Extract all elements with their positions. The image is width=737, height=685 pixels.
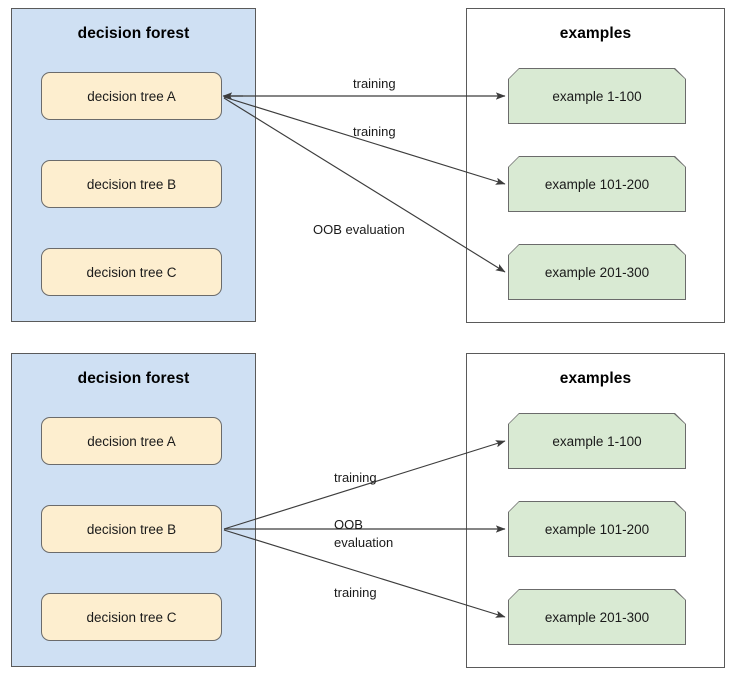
- edge-label-training-2: training: [334, 585, 377, 600]
- decision-tree-b-label: decision tree B: [86, 176, 177, 192]
- diagram-section-bottom: decision forest decision tree A decision…: [0, 345, 737, 685]
- decision-tree-a-label: decision tree A: [87, 433, 176, 449]
- example-201-300-label: example 201-300: [544, 609, 650, 625]
- edge-label-training-2: training: [353, 124, 396, 139]
- example-node-shape: [509, 414, 685, 468]
- example-101-200-label: example 101-200: [544, 521, 650, 537]
- example-201-300-node[interactable]: example 201-300: [508, 589, 686, 645]
- decision-tree-a-node[interactable]: decision tree A: [41, 72, 222, 120]
- decision-tree-b-node[interactable]: decision tree B: [41, 160, 222, 208]
- edge-label-oob-evaluation: OOB evaluation: [313, 222, 405, 237]
- examples-title: examples: [559, 370, 632, 387]
- example-1-100-label: example 1-100: [552, 88, 642, 104]
- example-node-shape: [509, 69, 685, 123]
- decision-tree-b-label: decision tree B: [86, 521, 177, 537]
- edge-label-training-1: training: [353, 76, 396, 91]
- edge-label-training-1: training: [334, 470, 377, 485]
- example-1-100-label: example 1-100: [552, 433, 642, 449]
- examples-title: examples: [559, 25, 632, 42]
- example-201-300-label: example 201-300: [544, 264, 650, 280]
- example-node-shape: [509, 157, 685, 211]
- decision-tree-c-node[interactable]: decision tree C: [41, 248, 222, 296]
- example-1-100-node[interactable]: example 1-100: [508, 413, 686, 469]
- example-101-200-node[interactable]: example 101-200: [508, 156, 686, 212]
- example-node-shape: [509, 245, 685, 299]
- example-node-shape: [509, 590, 685, 644]
- decision-tree-a-label: decision tree A: [87, 88, 176, 104]
- example-101-200-label: example 101-200: [544, 176, 650, 192]
- decision-tree-c-label: decision tree C: [86, 609, 177, 625]
- edge-arrows-top: [222, 92, 506, 273]
- decision-tree-c-label: decision tree C: [86, 264, 177, 280]
- decision-tree-a-node[interactable]: decision tree A: [41, 417, 222, 465]
- edge-label-oob: OOB: [334, 517, 363, 532]
- diagram-section-top: decision forest decision tree A decision…: [0, 0, 737, 340]
- example-101-200-node[interactable]: example 101-200: [508, 501, 686, 557]
- decision-tree-b-node[interactable]: decision tree B: [41, 505, 222, 553]
- example-node-shape: [509, 502, 685, 556]
- decision-forest-title: decision forest: [77, 370, 190, 387]
- edge-label-evaluation: evaluation: [334, 535, 394, 550]
- decision-forest-title: decision forest: [77, 25, 190, 42]
- decision-tree-c-node[interactable]: decision tree C: [41, 593, 222, 641]
- example-201-300-node[interactable]: example 201-300: [508, 244, 686, 300]
- example-1-100-node[interactable]: example 1-100: [508, 68, 686, 124]
- edge-arrows-bottom: [223, 440, 506, 618]
